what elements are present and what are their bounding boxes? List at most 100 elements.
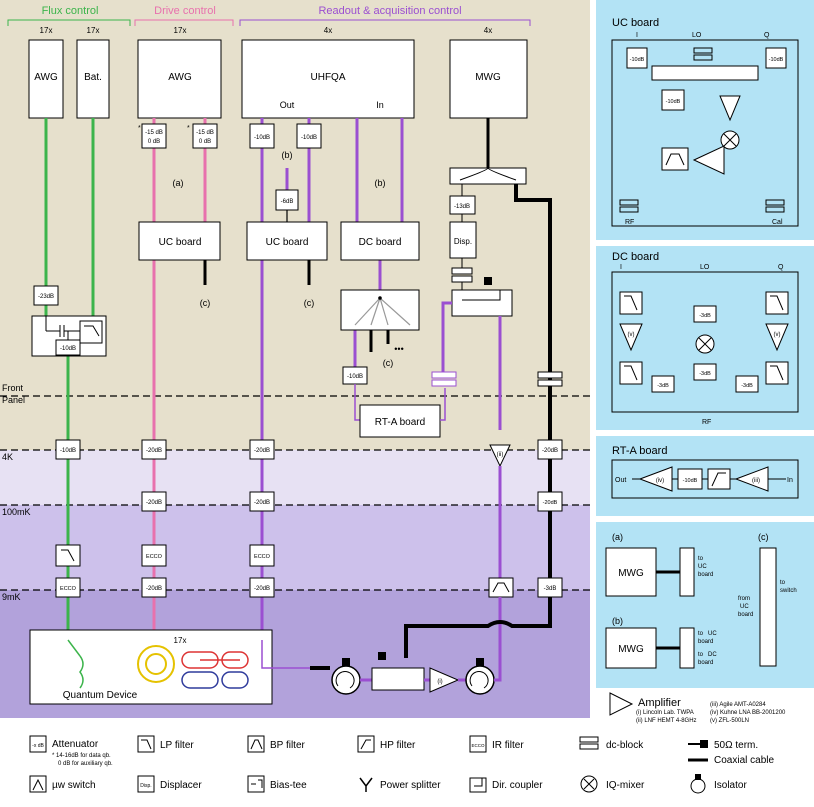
label-text: -20dB bbox=[543, 500, 558, 506]
uhfqa-in-label: In bbox=[376, 100, 384, 110]
label-text: (iii) bbox=[752, 478, 760, 484]
flux-att-10db-a bbox=[55, 339, 81, 356]
displacer bbox=[449, 221, 477, 259]
label-text: -10dB bbox=[301, 135, 317, 141]
label-text: 50Ω term. bbox=[714, 740, 758, 751]
stage-panel: Panel bbox=[2, 395, 25, 405]
label-text: (v) ZFL-500LN bbox=[710, 718, 749, 724]
panel-rta-board bbox=[596, 436, 814, 516]
label-text: Isolator bbox=[714, 780, 747, 791]
label-text: LO bbox=[700, 264, 710, 271]
battery-label: Bat. bbox=[84, 72, 102, 83]
label-text: (a) bbox=[612, 532, 623, 542]
label-text: switch bbox=[780, 588, 797, 594]
flux-lp-filter bbox=[55, 544, 81, 567]
uhfqa-label: UHFQA bbox=[311, 72, 346, 83]
label-text: -10dB bbox=[630, 57, 645, 63]
ref-c-readout: (c) bbox=[304, 298, 315, 308]
label-text: -20dB bbox=[254, 448, 270, 454]
label-text: -10dB bbox=[60, 346, 76, 352]
label-text: -10dB bbox=[683, 478, 698, 484]
readout-ecco bbox=[249, 544, 275, 567]
label-text: (i) Lincoln Lab. TWPA bbox=[636, 710, 694, 716]
label-text: 0 dB bbox=[199, 139, 211, 145]
label-text: -3dB bbox=[699, 371, 711, 377]
label-text: In bbox=[787, 477, 793, 484]
label-text: LP filter bbox=[160, 740, 194, 751]
label-text: ECCO bbox=[254, 554, 271, 560]
label-text: ECCO bbox=[471, 743, 485, 748]
drive-control-header: Drive control bbox=[154, 5, 216, 17]
readout-bracket bbox=[239, 19, 531, 26]
label-text: to bbox=[780, 580, 786, 586]
label-text: Bias-tee bbox=[270, 780, 307, 791]
label-text: (iv) bbox=[656, 478, 664, 484]
label-text: (v) bbox=[628, 332, 635, 338]
label-text: -3dB bbox=[544, 586, 557, 592]
label-text: (iv) Kuhne LNA BB-2001200 bbox=[710, 710, 786, 716]
switch-dots: ••• bbox=[394, 344, 403, 354]
label-text: DC board bbox=[612, 251, 659, 263]
label-text: -20dB bbox=[146, 448, 162, 454]
label-text: Out bbox=[615, 477, 626, 484]
term-rt bbox=[484, 277, 492, 285]
count-bat: 17x bbox=[87, 26, 100, 35]
label-text: 0 dB bbox=[148, 139, 160, 145]
count-awg-flux: 17x bbox=[40, 26, 53, 35]
drive-awg[interactable] bbox=[137, 39, 222, 119]
label-text: HP filter bbox=[380, 740, 416, 751]
label-text: Power splitter bbox=[380, 780, 441, 791]
readout-dc-board[interactable] bbox=[340, 221, 420, 261]
label-text: 0 dB for auxiliary qb. bbox=[58, 761, 113, 767]
label-text: UC bbox=[740, 604, 749, 610]
label-text: 17x bbox=[174, 636, 187, 645]
readout-mwg-label: MWG bbox=[475, 72, 501, 83]
flux-awg-label: AWG bbox=[34, 72, 58, 83]
label-text: to bbox=[698, 631, 704, 637]
label-text: -10dB bbox=[769, 57, 784, 63]
battery-source[interactable] bbox=[76, 39, 110, 119]
label-text: board bbox=[698, 572, 713, 578]
legend: -x dB Attenuator * 14-16dB for data qb. … bbox=[29, 735, 774, 794]
drive-uc-board[interactable] bbox=[138, 221, 221, 261]
label-text: -3dB bbox=[657, 383, 669, 389]
label-text: to bbox=[698, 556, 704, 562]
ref-c-drive: (c) bbox=[200, 298, 211, 308]
uhfqa[interactable] bbox=[241, 39, 415, 119]
label-text: IR filter bbox=[492, 740, 524, 751]
label-text: * bbox=[138, 125, 141, 132]
uhfqa-out-label: Out bbox=[280, 100, 295, 110]
stage-4k: 4K bbox=[2, 452, 13, 462]
flux-awg[interactable] bbox=[28, 39, 64, 119]
drive-ecco bbox=[141, 544, 167, 567]
rt-a-board[interactable] bbox=[359, 404, 441, 438]
label-text: Q bbox=[764, 32, 770, 39]
readout-uc-board[interactable] bbox=[246, 221, 328, 261]
label-text: dc-block bbox=[606, 740, 644, 751]
label-text: RT-A board bbox=[375, 417, 425, 428]
drive-att-20db-9mk bbox=[141, 577, 167, 598]
readout-att-20db-9mk bbox=[249, 577, 275, 598]
drive-att-20db-100mk bbox=[141, 491, 167, 512]
label-text: (ii) LNF HEMT 4-8GHz bbox=[636, 718, 697, 724]
label-text: (ii) bbox=[497, 452, 504, 458]
label-text: RF bbox=[625, 219, 634, 226]
label-text: * 14-16dB for data qb. bbox=[52, 753, 111, 759]
label-text: µw switch bbox=[52, 780, 96, 791]
flux-att-23db bbox=[33, 285, 59, 306]
label-text: RT-A board bbox=[612, 445, 667, 457]
label-text: -10dB bbox=[254, 135, 270, 141]
readout-att-q bbox=[296, 123, 322, 149]
label-text: -3dB bbox=[741, 383, 753, 389]
label-text: -6dB bbox=[281, 199, 294, 205]
readout-att-i bbox=[249, 123, 275, 149]
label-text: to bbox=[698, 652, 704, 658]
label-text: Disp. bbox=[140, 783, 151, 789]
count-uhfqa: 4x bbox=[324, 26, 332, 35]
flux-lines bbox=[44, 118, 95, 640]
label-text: Amplifier bbox=[638, 697, 681, 709]
label-text: -20dB bbox=[254, 586, 270, 592]
dc-block-readout-in bbox=[431, 371, 457, 387]
label-text: -20dB bbox=[146, 586, 162, 592]
ref-b-out: (b) bbox=[282, 150, 293, 160]
